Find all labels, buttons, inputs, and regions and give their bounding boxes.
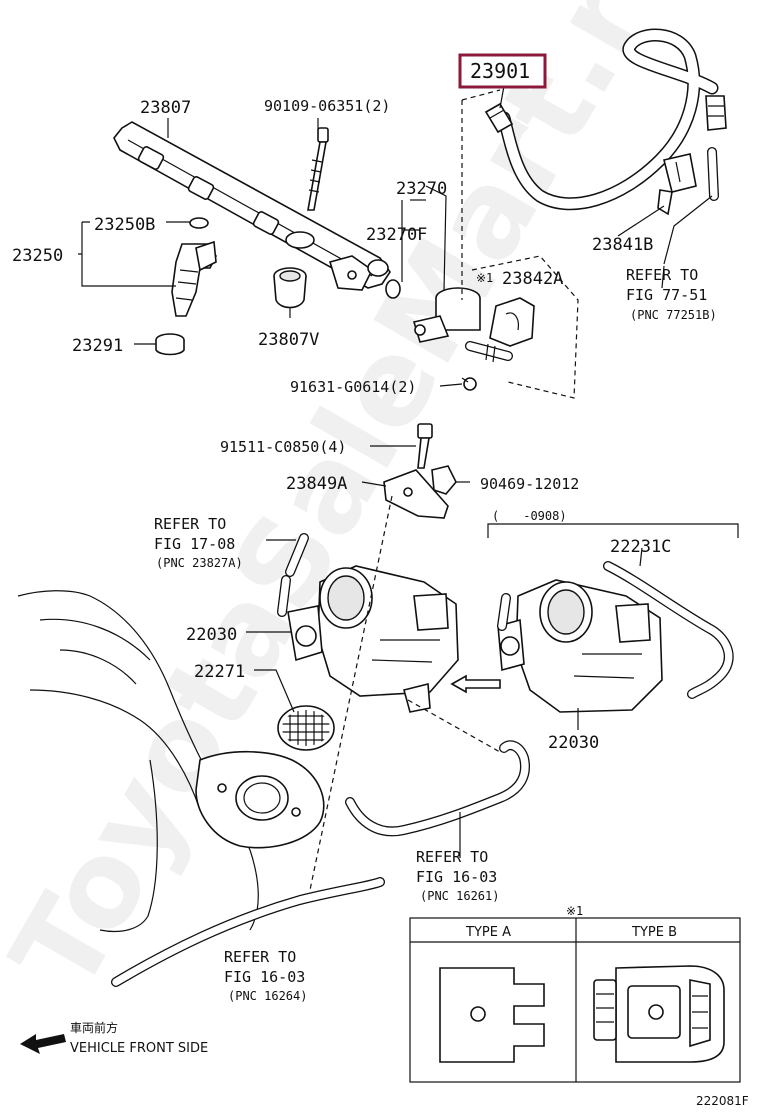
o-ring-23270f — [385, 279, 401, 299]
label-23807v[interactable]: 23807V — [258, 330, 319, 350]
throttle-body-22030-right — [497, 579, 663, 713]
type-b-header: TYPE B — [631, 925, 677, 940]
label-23842a-mark: ※1 — [476, 271, 493, 285]
svg-text:REFER TO: REFER TO — [416, 848, 488, 866]
bracket-23849a — [383, 469, 449, 519]
bolt-90109 — [307, 127, 329, 211]
mesh-gasket-22271 — [277, 705, 335, 751]
label-23901[interactable]: 23901 — [470, 59, 530, 83]
alignment-line-1 — [309, 495, 393, 891]
bolt-91511 — [417, 423, 433, 469]
throttle-body-22030-left — [287, 565, 459, 713]
fuel-delivery-pipe — [113, 121, 391, 291]
front-side-japanese: 車両前方 — [70, 1020, 118, 1035]
svg-text:(PNC 77251B): (PNC 77251B) — [630, 308, 717, 322]
label-90109[interactable]: 90109-06351(2) — [264, 97, 390, 115]
types-box: ※1 TYPE A TYPE B — [409, 904, 741, 1083]
label-23842a[interactable]: 23842A — [502, 269, 563, 289]
label-23807[interactable]: 23807 — [140, 98, 191, 118]
label-23291[interactable]: 23291 — [72, 336, 123, 356]
spacer-23807v — [273, 267, 307, 309]
svg-text:FIG 77-51: FIG 77-51 — [626, 286, 707, 304]
group-boundary — [461, 89, 579, 399]
label-23250b[interactable]: 23250B — [94, 215, 155, 235]
figure-code: 222081F — [696, 1094, 749, 1108]
watermark: ToyotaSaleMart.ru — [0, 0, 716, 1014]
types-box-mark: ※1 — [566, 904, 583, 918]
svg-text:REFER TO: REFER TO — [626, 266, 698, 284]
intake-manifold — [17, 590, 325, 933]
label-91631[interactable]: 91631-G0614(2) — [290, 378, 416, 396]
label-date-range: ( -0908) — [492, 509, 567, 523]
date-range-bracket — [487, 523, 739, 538]
label-22231c[interactable]: 22231C — [610, 537, 671, 557]
svg-text:FIG 16-03: FIG 16-03 — [416, 868, 497, 886]
pressure-regulator-23270 — [412, 287, 513, 363]
svg-text:(PNC 16264): (PNC 16264) — [228, 989, 307, 1003]
reference-17-08[interactable]: REFER TO FIG 17-08 (PNC 23827A) — [154, 515, 243, 570]
label-91511[interactable]: 91511-C0850(4) — [220, 438, 346, 456]
insulator-23291 — [155, 333, 185, 356]
reference-16-03-a[interactable]: REFER TO FIG 16-03 (PNC 16261) — [416, 848, 499, 903]
svg-text:(PNC 16261): (PNC 16261) — [420, 889, 499, 903]
label-23849a[interactable]: 23849A — [286, 474, 347, 494]
type-a-clip — [439, 967, 545, 1063]
highlight-box-23901 — [458, 53, 547, 89]
label-22030-right[interactable]: 22030 — [548, 733, 599, 753]
label-22030-left[interactable]: 22030 — [186, 625, 237, 645]
label-23841b[interactable]: 23841B — [592, 235, 653, 255]
svg-text:FIG 17-08: FIG 17-08 — [154, 535, 235, 553]
clamp-90469 — [431, 465, 457, 495]
clip-23842a — [489, 297, 535, 347]
front-arrow-icon — [20, 1034, 66, 1054]
svg-text:REFER TO: REFER TO — [224, 948, 296, 966]
svg-text:(PNC 23827A): (PNC 23827A) — [156, 556, 243, 570]
fuel-hose-23901 — [484, 28, 727, 211]
leader-lines — [78, 85, 713, 858]
type-b-clip — [593, 965, 725, 1063]
bolt-91631 — [461, 377, 477, 391]
svg-text:FIG 16-03: FIG 16-03 — [224, 968, 305, 986]
o-ring-23250b — [189, 217, 209, 229]
reference-16-03-b[interactable]: REFER TO FIG 16-03 (PNC 16264) — [224, 948, 307, 1003]
direction-arrow — [450, 674, 501, 694]
label-22271[interactable]: 22271 — [194, 662, 245, 682]
label-23270[interactable]: 23270 — [396, 179, 447, 199]
type-a-header: TYPE A — [465, 925, 511, 940]
label-23270f[interactable]: 23270F — [366, 225, 427, 245]
front-side-english: VEHICLE FRONT SIDE — [70, 1041, 208, 1056]
fuel-injector-23250 — [171, 240, 217, 317]
label-90469[interactable]: 90469-12012 — [480, 475, 579, 493]
label-23250[interactable]: 23250 — [12, 246, 63, 266]
vehicle-front-side-indicator: 車両前方 VEHICLE FRONT SIDE — [20, 1020, 208, 1056]
reference-77-51[interactable]: REFER TO FIG 77-51 (PNC 77251B) — [626, 266, 717, 322]
svg-text:REFER TO: REFER TO — [154, 515, 226, 533]
